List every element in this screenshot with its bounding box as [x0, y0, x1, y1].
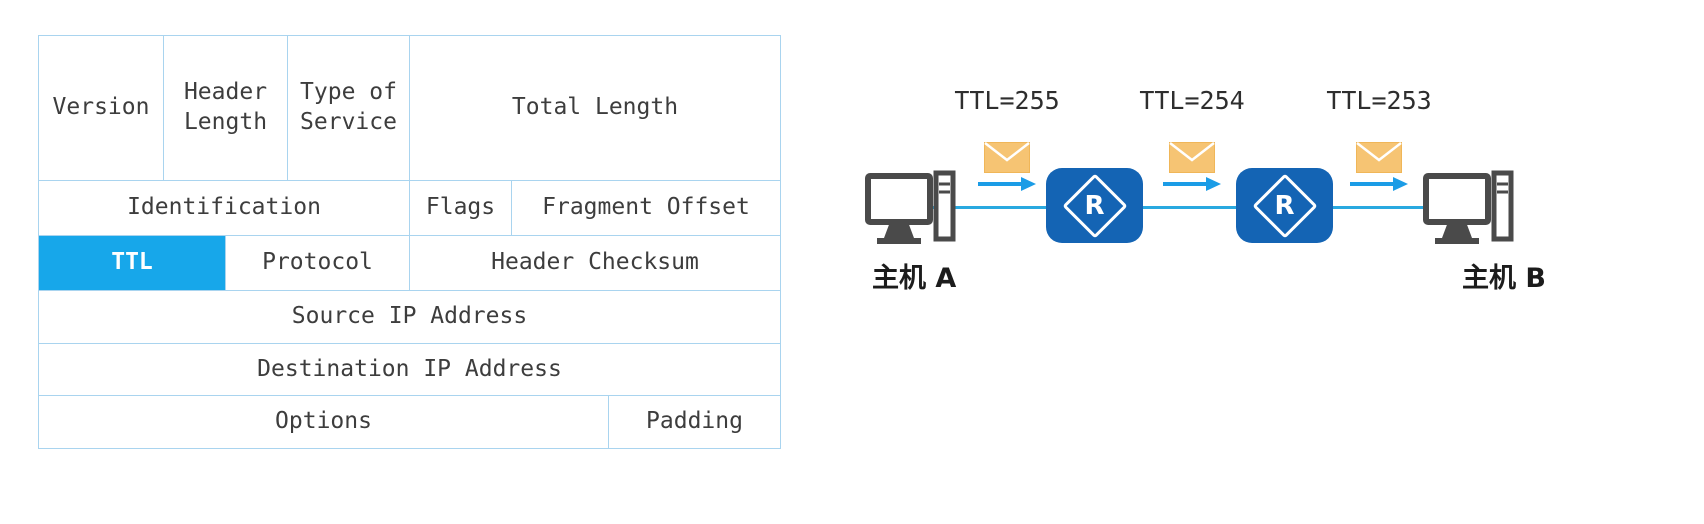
packet-envelope-icon: [1356, 142, 1402, 173]
cell-destination-ip-address: Destination IP Address: [39, 344, 781, 396]
cell-fragment-offset: Fragment Offset: [512, 181, 781, 236]
host-a-label: 主机 A: [872, 263, 957, 294]
network-link-line: [908, 206, 1490, 209]
flow-arrow-icon: [978, 176, 1036, 192]
ip-header-table: Version Header Length Type of Service To…: [38, 35, 781, 449]
cell-type-of-service: Type of Service: [288, 36, 410, 181]
router-letter: R: [1274, 190, 1295, 221]
ttl-254-label: TTL=254: [1139, 86, 1245, 115]
cell-flags: Flags: [410, 181, 512, 236]
router-2-icon: R: [1236, 168, 1333, 243]
cell-padding: Padding: [609, 396, 781, 449]
cell-header-length: Header Length: [164, 36, 288, 181]
host-b-computer-icon: [1422, 170, 1520, 250]
ttl-255-label: TTL=255: [954, 86, 1060, 115]
router-letter: R: [1084, 190, 1105, 221]
cell-version: Version: [39, 36, 164, 181]
flow-arrow-icon: [1163, 176, 1221, 192]
host-a-computer-icon: [864, 170, 962, 250]
packet-envelope-icon: [1169, 142, 1215, 173]
ttl-253-label: TTL=253: [1326, 86, 1432, 115]
packet-envelope-icon: [984, 142, 1030, 173]
cell-identification: Identification: [39, 181, 410, 236]
cell-protocol: Protocol: [226, 236, 410, 291]
cell-source-ip-address: Source IP Address: [39, 291, 781, 344]
flow-arrow-icon: [1350, 176, 1408, 192]
cell-ttl-highlighted: TTL: [39, 236, 226, 291]
router-1-icon: R: [1046, 168, 1143, 243]
cell-total-length: Total Length: [410, 36, 781, 181]
cell-header-checksum: Header Checksum: [410, 236, 781, 291]
host-b-label: 主机 B: [1462, 263, 1546, 294]
cell-options: Options: [39, 396, 609, 449]
